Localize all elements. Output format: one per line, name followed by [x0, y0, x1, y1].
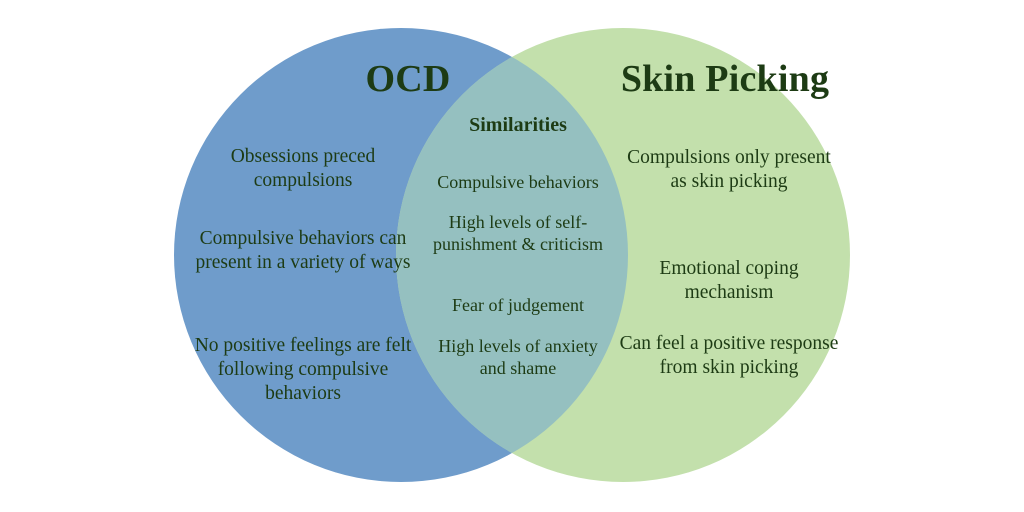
- overlap-item: High levels of self-punishment & critici…: [433, 212, 603, 254]
- left-set-item: No positive feelings are felt following …: [194, 335, 412, 404]
- left-set-title: OCD: [365, 58, 451, 100]
- right-set-item: Emotional coping mechanism: [659, 258, 799, 303]
- right-set-item: Can feel a positive response from skin p…: [619, 333, 839, 378]
- overlap-item: High levels of anxiety and shame: [438, 336, 598, 378]
- right-set-title: Skin Picking: [620, 58, 830, 100]
- left-set-item: Compulsive behaviors can present in a va…: [195, 228, 411, 273]
- overlap-item: Fear of judgement: [452, 295, 584, 315]
- overlap-heading: Similarities: [469, 114, 567, 136]
- overlap-region-similarities[interactable]: [396, 28, 850, 482]
- left-set-item: Obsessions preced compulsions: [230, 146, 376, 191]
- right-set-item: Compulsions only present as skin picking: [627, 147, 831, 192]
- overlap-item: Compulsive behaviors: [437, 172, 599, 192]
